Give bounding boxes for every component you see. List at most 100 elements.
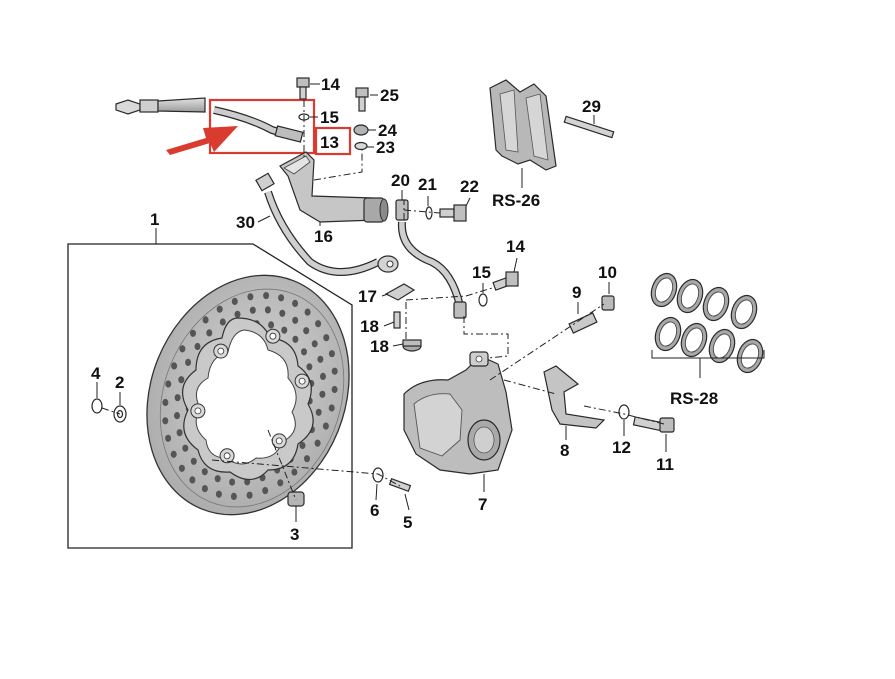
disc-hole <box>206 329 213 337</box>
disc-hole <box>178 464 185 472</box>
callout-30: 30 <box>236 213 255 232</box>
disc-hole <box>202 316 209 324</box>
disc-hole <box>214 475 221 483</box>
callout-23: 23 <box>376 138 395 157</box>
disc-hole <box>317 355 324 363</box>
disc-hole <box>323 334 330 342</box>
callout-15-right: 15 <box>472 263 491 282</box>
callout-labels: 1 2 3 4 5 6 7 8 9 10 11 12 13 14 14 15 1… <box>91 75 718 544</box>
disc-hole <box>328 350 335 358</box>
disc-hole <box>292 299 299 307</box>
callout-11: 11 <box>656 455 674 474</box>
brake-caliper <box>403 351 513 475</box>
highlight-box-hose <box>208 98 316 155</box>
disc-hole <box>179 345 186 353</box>
disc-hole <box>162 398 169 407</box>
callout-7: 7 <box>478 495 487 514</box>
disc-hole <box>292 335 299 343</box>
disc-hole <box>231 297 238 305</box>
disc-hole <box>174 412 180 420</box>
callout-8: 8 <box>560 441 569 460</box>
highlight-box-13 <box>314 126 352 156</box>
disc-hole <box>216 305 223 313</box>
callout-25: 25 <box>380 86 399 105</box>
disc-hole <box>185 358 192 366</box>
disc-hole <box>189 476 196 484</box>
disc-hole <box>176 429 183 437</box>
small-parts <box>91 77 675 507</box>
disc-hole <box>201 485 208 493</box>
brake-hose-20 <box>395 199 467 319</box>
disc-hole <box>182 444 189 452</box>
callout-14-top: 14 <box>321 75 340 94</box>
disc-hole <box>219 318 226 326</box>
disc-hole <box>304 455 310 463</box>
disc-bolt-hole-center <box>223 452 231 460</box>
banjo-fitting <box>279 151 389 223</box>
disc-hole <box>263 292 270 300</box>
disc-bolt-hole-center <box>217 347 225 355</box>
disc-hole <box>190 329 196 337</box>
disc-hole <box>319 390 326 398</box>
callout-18-screw: 18 <box>360 317 379 336</box>
callout-17: 17 <box>358 287 377 306</box>
brake-hose-30 <box>255 172 399 276</box>
disc-hole <box>190 457 197 465</box>
callout-14-right: 14 <box>506 237 525 256</box>
disc-hole <box>304 308 311 316</box>
callout-13: 13 <box>320 133 339 152</box>
callout-1: 1 <box>150 210 159 229</box>
disc-hole <box>320 372 326 380</box>
disc-hole <box>301 348 307 356</box>
seal-ring-inner <box>734 299 754 325</box>
callout-rs28: RS-28 <box>670 389 718 408</box>
callout-18-nut: 18 <box>370 337 389 356</box>
brake-pads <box>489 79 557 171</box>
disc-hole <box>174 394 181 402</box>
callout-29: 29 <box>582 97 601 116</box>
callout-12: 12 <box>612 438 631 457</box>
disc-hole <box>299 441 306 450</box>
disc-hole <box>292 316 299 324</box>
disc-hole <box>268 321 275 329</box>
disc-hole <box>322 422 329 430</box>
disc-hole <box>281 326 288 334</box>
disc-hole <box>279 309 286 317</box>
disc-hole <box>291 468 298 476</box>
seal-ring-inner <box>706 291 726 317</box>
disc-hole <box>277 479 284 487</box>
disc-hole <box>311 340 318 348</box>
disc-hole <box>278 294 285 302</box>
disc-hole <box>165 380 172 388</box>
callout-10: 10 <box>598 263 617 282</box>
disc-hole <box>201 468 208 476</box>
caliper-bracket <box>543 365 606 429</box>
disc-hole <box>314 439 321 447</box>
callout-rs26: RS-26 <box>492 191 540 210</box>
disc-hole <box>234 310 241 318</box>
disc-bolt-hole-center <box>275 437 283 445</box>
seal-ring-inner <box>654 277 674 303</box>
disc-bolt-holes <box>190 328 310 464</box>
disc-hole <box>171 362 178 370</box>
callout-2: 2 <box>115 373 124 392</box>
disc-bolt-hole-center <box>194 407 202 415</box>
disc-hole <box>246 491 253 499</box>
disc-hole <box>315 320 322 328</box>
disc-hole <box>247 293 254 301</box>
seal-ring-inner <box>740 343 760 369</box>
disc-frame <box>67 228 353 549</box>
disc-hole <box>194 342 201 351</box>
brake-line-hose-upper <box>115 97 304 143</box>
highlight-arrow <box>166 126 238 155</box>
callout-16: 16 <box>314 227 333 246</box>
disc-bolt-hole-center <box>269 332 277 340</box>
disc-hole <box>331 367 338 375</box>
leader-lines <box>96 83 765 522</box>
disc-hole <box>215 490 222 498</box>
callout-5: 5 <box>403 513 412 532</box>
disc-hole <box>170 450 177 458</box>
callout-4: 4 <box>91 364 101 383</box>
disc-hole <box>303 327 310 335</box>
